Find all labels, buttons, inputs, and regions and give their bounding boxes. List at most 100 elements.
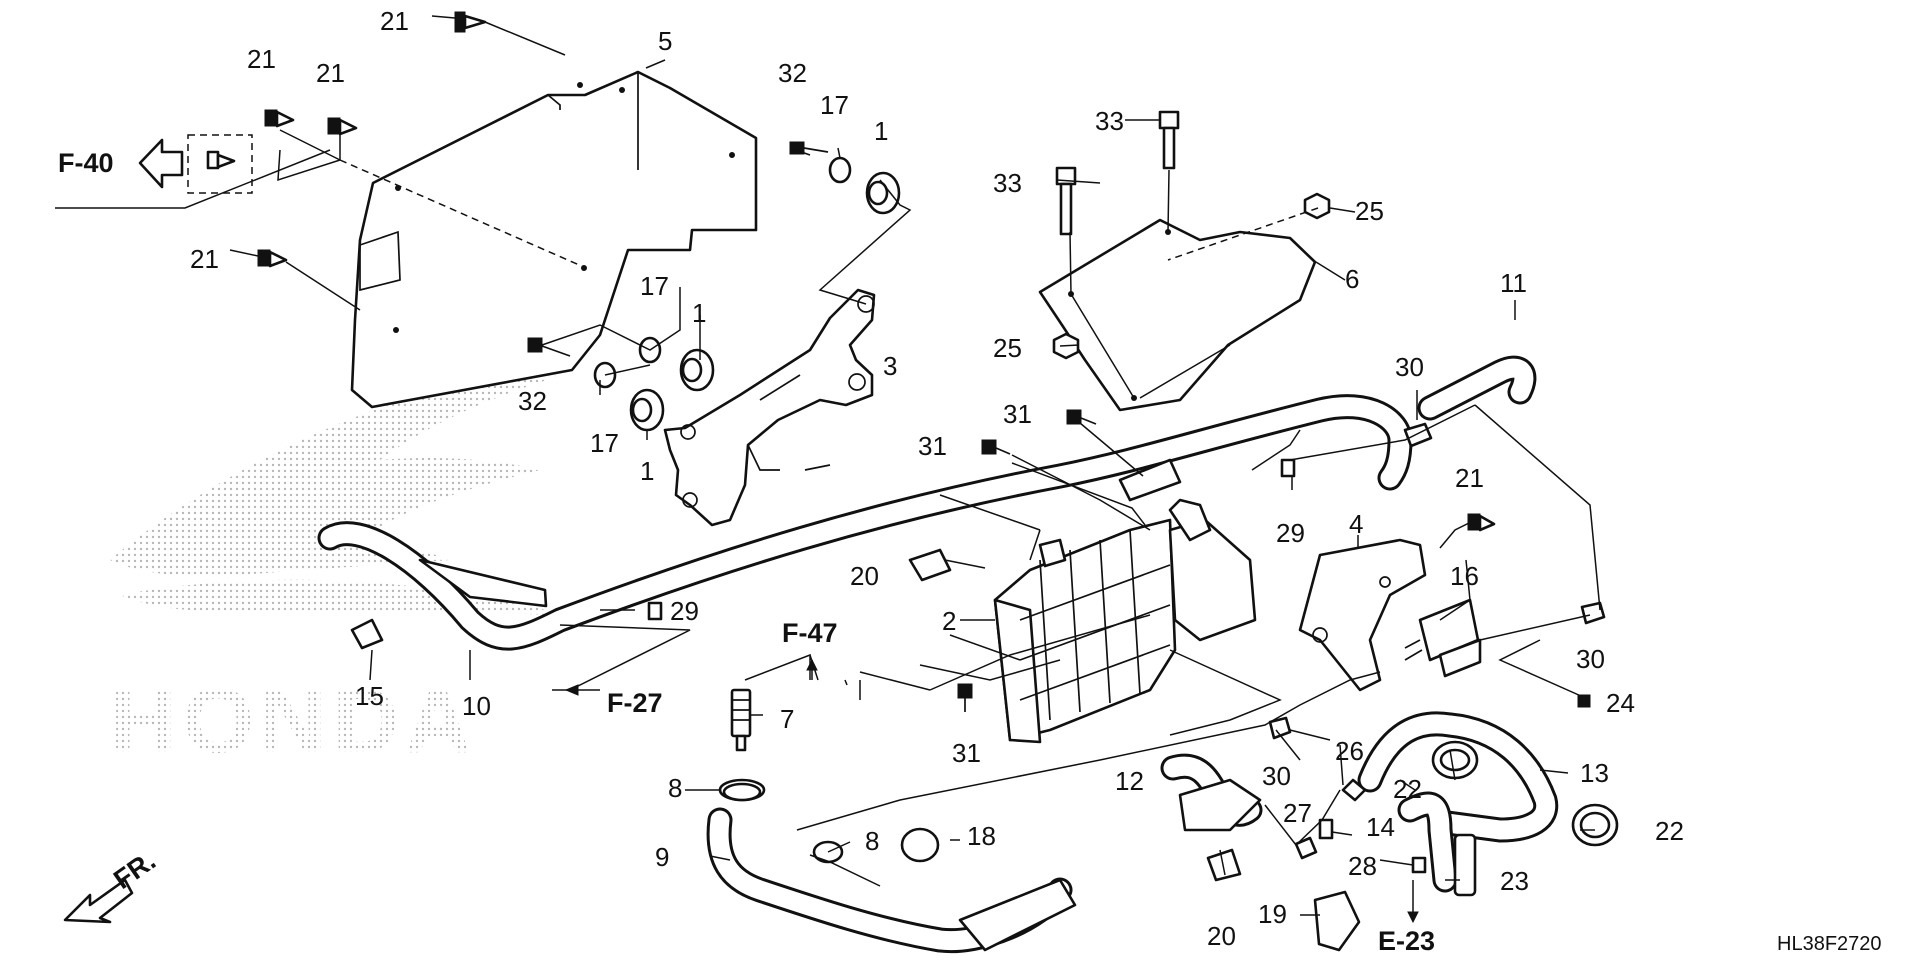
callout-14: 14 [1366,812,1395,842]
callout-23: 23 [1500,866,1529,896]
callout-30: 30 [1576,644,1605,674]
hose-13 [1357,711,1559,843]
grommet-1c [629,388,665,432]
callout-7: 7 [780,704,794,734]
callout-21: 21 [1455,463,1484,493]
bolt-21c [327,117,358,136]
f40-arrow-icon [138,138,184,189]
e23-arrow-icon [1407,911,1419,924]
callout-5: 5 [658,26,672,56]
callout-18: 18 [967,821,996,851]
hose-11 [1417,355,1537,421]
callout-15: 15 [355,681,384,711]
guard-plate-6 [1038,218,1317,412]
callout-31: 31 [1003,399,1032,429]
callout-31: 31 [952,738,981,768]
callout-17: 17 [820,90,849,120]
callout-13: 13 [1580,758,1609,788]
clip-27 [1294,836,1318,860]
callout-27: 27 [1283,798,1312,828]
bracket-4 [1298,538,1427,692]
callout-6: 6 [1345,264,1359,294]
solenoid-valve-16 [1404,598,1482,678]
callout-1: 1 [874,116,888,146]
callout-33: 33 [1095,106,1124,136]
callout-8: 8 [668,773,682,803]
callout-21: 21 [380,6,409,36]
callout-25: 25 [993,333,1022,363]
callout-21: 21 [247,44,276,74]
bolt-21a [454,11,487,33]
callout-12: 12 [1115,766,1144,796]
callout-20: 20 [1207,921,1236,951]
f27-arrow-icon [564,684,579,696]
callout-26: 26 [1335,736,1364,766]
joint-23 [1453,833,1477,897]
callout-30: 30 [1395,352,1424,382]
callout-32: 32 [778,58,807,88]
heat-shield-5 [350,70,758,409]
nut-25a [1303,192,1331,220]
grommet-1b [679,348,715,392]
callout-8: 8 [865,826,879,856]
clamp-30c [1268,716,1292,740]
callout-22: 22 [1393,774,1422,804]
clip-29b [647,601,663,621]
collar-17a [828,156,852,184]
callout-17: 17 [640,271,669,301]
clip-28 [1411,856,1427,874]
wing-logo [110,375,560,577]
callout-1: 1 [640,456,654,486]
callout-30: 30 [1262,761,1291,791]
callout-21: 21 [190,244,219,274]
callout-11: 11 [1500,268,1527,298]
bolt-31c [957,683,973,712]
callout-20: 20 [850,561,879,591]
bolt-21e [1467,513,1496,532]
bolt-33b [1055,166,1077,236]
clamp-8a [722,782,762,802]
clip-20a [908,548,952,582]
bracket-3 [663,288,876,527]
reference-arrows [55,138,1419,924]
callout-1: 1 [692,298,706,328]
clamp-22b [1571,803,1619,847]
ref-e23: E-23 [1378,926,1435,956]
bolt-31a [1066,409,1097,425]
callout-24: 24 [1606,688,1635,718]
honda-wordmark: HONDA [110,670,477,772]
joint-14 [1318,818,1334,840]
bolt-33a [1158,110,1180,170]
f47-arrow-icon [806,658,818,671]
drawing-code: HL38F2720 [1777,933,1882,955]
leader-lines [229,15,1601,916]
clamp-18 [900,827,940,863]
callout-25: 25 [1355,196,1384,226]
ref-f27: F-27 [607,688,663,718]
callout-labels: 21 21 21 21 21 5 32 17 1 33 33 25 6 25 1… [190,6,1684,951]
bolt-31b [981,439,1011,455]
clip-19 [1313,890,1361,952]
callout-29: 29 [670,596,699,626]
honda-watermark: HONDA [110,375,560,772]
bolt-21b [264,109,295,128]
hose-9 [706,807,1077,954]
callout-10: 10 [462,691,491,721]
callout-29: 29 [1276,518,1305,548]
bolt-32a [789,141,829,155]
canister-2 [993,498,1257,744]
clip-15 [350,618,384,650]
callout-2: 2 [942,606,956,636]
grommet-1a [865,171,901,215]
clamp-22a [1431,740,1479,780]
hose-10 [317,394,1413,651]
callout-19: 19 [1258,899,1287,929]
callout-3: 3 [883,351,897,381]
callout-33: 33 [993,168,1022,198]
clip-26 [1341,778,1367,802]
callout-17: 17 [590,428,619,458]
callout-32: 32 [518,386,547,416]
fasteners [187,11,1619,952]
callout-4: 4 [1349,509,1363,539]
